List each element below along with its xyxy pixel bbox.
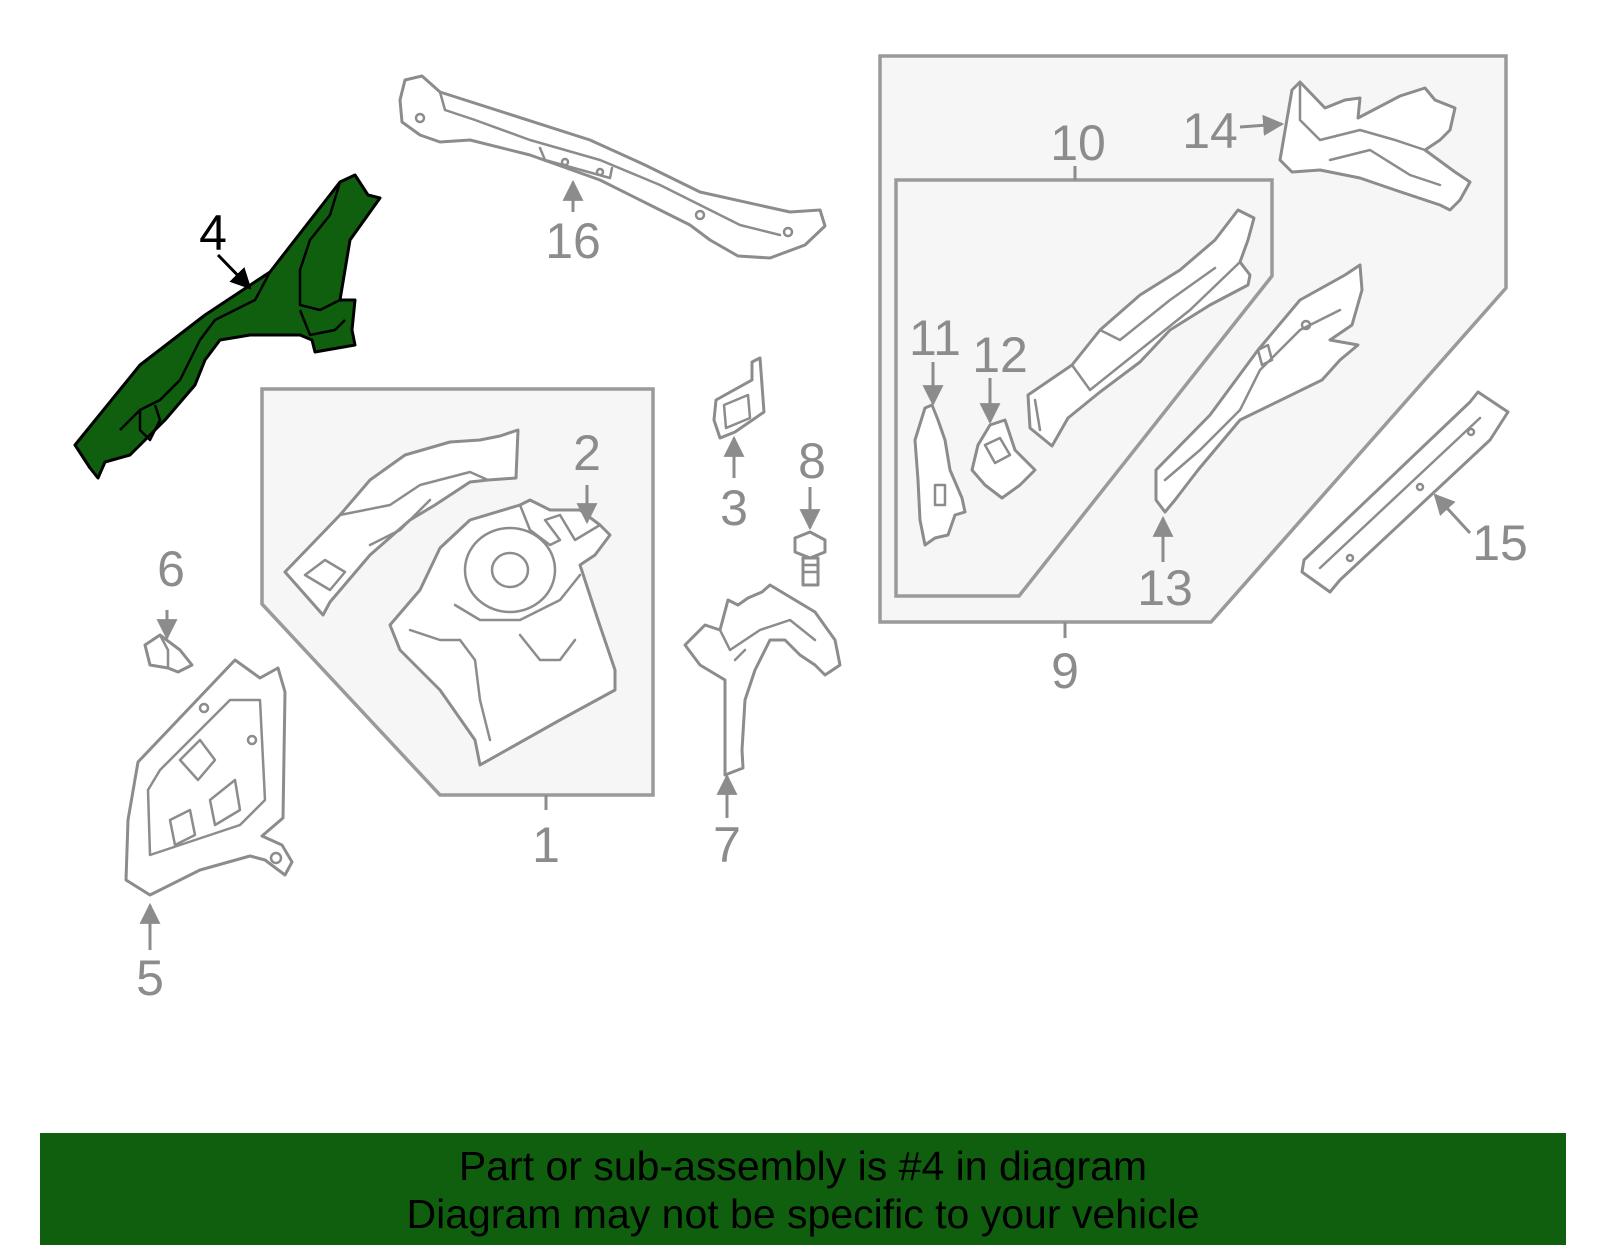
part-11[interactable] (913, 403, 967, 547)
callout-6: 6 (157, 541, 185, 597)
callout-8: 8 (798, 433, 826, 489)
part-8[interactable] (793, 530, 827, 587)
callout-11: 11 (909, 310, 961, 366)
part-10[interactable] (1026, 208, 1256, 448)
callout-7: 7 (713, 817, 741, 873)
callout-3: 3 (720, 480, 748, 536)
callout-14: 14 (1182, 103, 1238, 159)
part-1[interactable] (283, 428, 617, 767)
part-3[interactable] (712, 356, 766, 440)
part-15[interactable] (1300, 390, 1510, 594)
callout-2: 2 (573, 425, 601, 481)
parts-diagram: 1 2 3 4 5 6 7 8 9 10 11 12 13 14 15 16 (73, 54, 1528, 1006)
callout-13: 13 (1137, 560, 1193, 616)
callout-4: 4 (199, 205, 227, 261)
info-banner: Part or sub-assembly is #4 in diagram Di… (40, 1133, 1566, 1245)
callout-9: 9 (1051, 643, 1079, 699)
part-16[interactable] (398, 74, 827, 260)
callout-12: 12 (972, 327, 1028, 383)
part-6[interactable] (143, 633, 194, 674)
part-13[interactable] (1154, 263, 1364, 514)
callout-5: 5 (136, 950, 164, 1006)
callout-15: 15 (1472, 515, 1528, 571)
callout-1: 1 (532, 817, 560, 873)
part-5[interactable] (124, 658, 294, 897)
banner-line-1: Part or sub-assembly is #4 in diagram (458, 1143, 1148, 1189)
banner-line-2: Diagram may not be specific to your vehi… (406, 1191, 1200, 1237)
callout-10: 10 (1050, 115, 1106, 171)
part-14[interactable] (1278, 80, 1472, 212)
part-7[interactable] (683, 583, 842, 777)
callout-16: 16 (545, 213, 601, 269)
part-4[interactable] (73, 173, 382, 480)
